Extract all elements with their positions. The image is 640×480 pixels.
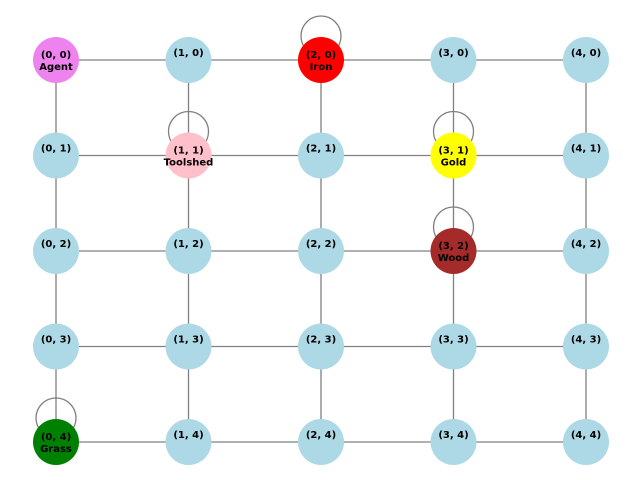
node-coord-label: (4, 3) <box>571 335 601 346</box>
node-coord-label: (4, 2) <box>571 239 601 250</box>
node-coord-label: (3, 0) <box>438 48 468 59</box>
node-circle <box>165 132 212 179</box>
node-coord-label: (0, 2) <box>41 239 71 250</box>
node-item-label: Agent <box>39 62 73 73</box>
node-3-0: (3, 0) <box>430 37 477 83</box>
node-circle <box>33 37 79 83</box>
node-circle <box>33 132 79 179</box>
node-item-label: Gold <box>441 158 467 169</box>
node-coord-label: (4, 4) <box>571 430 601 441</box>
node-coord-label: (1, 2) <box>173 239 203 250</box>
node-item-label: Wood <box>438 253 470 264</box>
node-4-2: (4, 2) <box>563 228 609 274</box>
node-1-3: (1, 3) <box>165 323 212 370</box>
node-0-3: (0, 3) <box>33 323 79 370</box>
node-coord-label: (2, 1) <box>306 144 336 155</box>
node-1-2: (1, 2) <box>165 228 212 274</box>
node-circle <box>33 228 79 274</box>
node-3-4: (3, 4) <box>430 419 477 465</box>
node-coord-label: (0, 0) <box>41 50 71 61</box>
node-4-3: (4, 3) <box>563 323 609 370</box>
node-coord-label: (3, 3) <box>438 335 468 346</box>
node-0-4: (0, 4)Grass <box>33 419 79 465</box>
node-1-4: (1, 4) <box>165 419 212 465</box>
node-4-1: (4, 1) <box>563 132 609 179</box>
node-coord-label: (3, 4) <box>438 430 468 441</box>
node-circle <box>165 419 212 465</box>
node-coord-label: (2, 0) <box>306 50 336 61</box>
node-2-0: (2, 0)Iron <box>298 37 344 83</box>
node-circle <box>430 419 477 465</box>
node-circle <box>33 323 79 370</box>
node-circle <box>298 37 344 83</box>
node-coord-label: (0, 3) <box>41 335 71 346</box>
node-coord-label: (1, 0) <box>173 48 203 59</box>
node-circle <box>165 228 212 274</box>
node-coord-label: (0, 4) <box>41 432 71 443</box>
node-coord-label: (2, 4) <box>306 430 336 441</box>
node-0-0: (0, 0)Agent <box>33 37 79 83</box>
node-circle <box>430 37 477 83</box>
node-coord-label: (4, 0) <box>571 48 601 59</box>
node-3-1: (3, 1)Gold <box>430 132 477 179</box>
node-3-2: (3, 2)Wood <box>430 228 477 274</box>
node-coord-label: (1, 3) <box>173 335 203 346</box>
node-circle <box>563 419 609 465</box>
node-item-label: Grass <box>40 444 72 455</box>
node-circle <box>563 228 609 274</box>
node-coord-label: (0, 1) <box>41 144 71 155</box>
node-2-4: (2, 4) <box>298 419 344 465</box>
node-4-0: (4, 0) <box>563 37 609 83</box>
node-coord-label: (3, 2) <box>438 241 468 252</box>
node-circle <box>298 132 344 179</box>
node-circle <box>563 132 609 179</box>
node-0-1: (0, 1) <box>33 132 79 179</box>
node-item-label: Iron <box>310 62 333 73</box>
node-2-1: (2, 1) <box>298 132 344 179</box>
node-3-3: (3, 3) <box>430 323 477 370</box>
node-1-1: (1, 1)Toolshed <box>164 132 214 179</box>
node-2-3: (2, 3) <box>298 323 344 370</box>
node-coord-label: (4, 1) <box>571 144 601 155</box>
node-circle <box>430 323 477 370</box>
node-circle <box>430 228 477 274</box>
node-circle <box>298 323 344 370</box>
node-coord-label: (2, 3) <box>306 335 336 346</box>
node-circle <box>563 37 609 83</box>
node-circle <box>165 37 212 83</box>
self-loops-layer <box>35 15 475 439</box>
node-circle <box>165 323 212 370</box>
node-circle <box>298 419 344 465</box>
node-0-2: (0, 2) <box>33 228 79 274</box>
nodes-layer: (0, 0)Agent (1, 0) (2, 0)Iron (3, 0) (4, 0) (… <box>33 37 609 465</box>
node-coord-label: (2, 2) <box>306 239 336 250</box>
node-item-label: Toolshed <box>164 158 214 169</box>
node-4-4: (4, 4) <box>563 419 609 465</box>
node-coord-label: (1, 1) <box>173 146 203 157</box>
node-1-0: (1, 0) <box>165 37 212 83</box>
node-2-2: (2, 2) <box>298 228 344 274</box>
node-coord-label: (1, 4) <box>173 430 203 441</box>
node-circle <box>563 323 609 370</box>
node-circle <box>33 419 79 465</box>
node-circle <box>430 132 477 179</box>
node-circle <box>298 228 344 274</box>
node-coord-label: (3, 1) <box>438 146 468 157</box>
